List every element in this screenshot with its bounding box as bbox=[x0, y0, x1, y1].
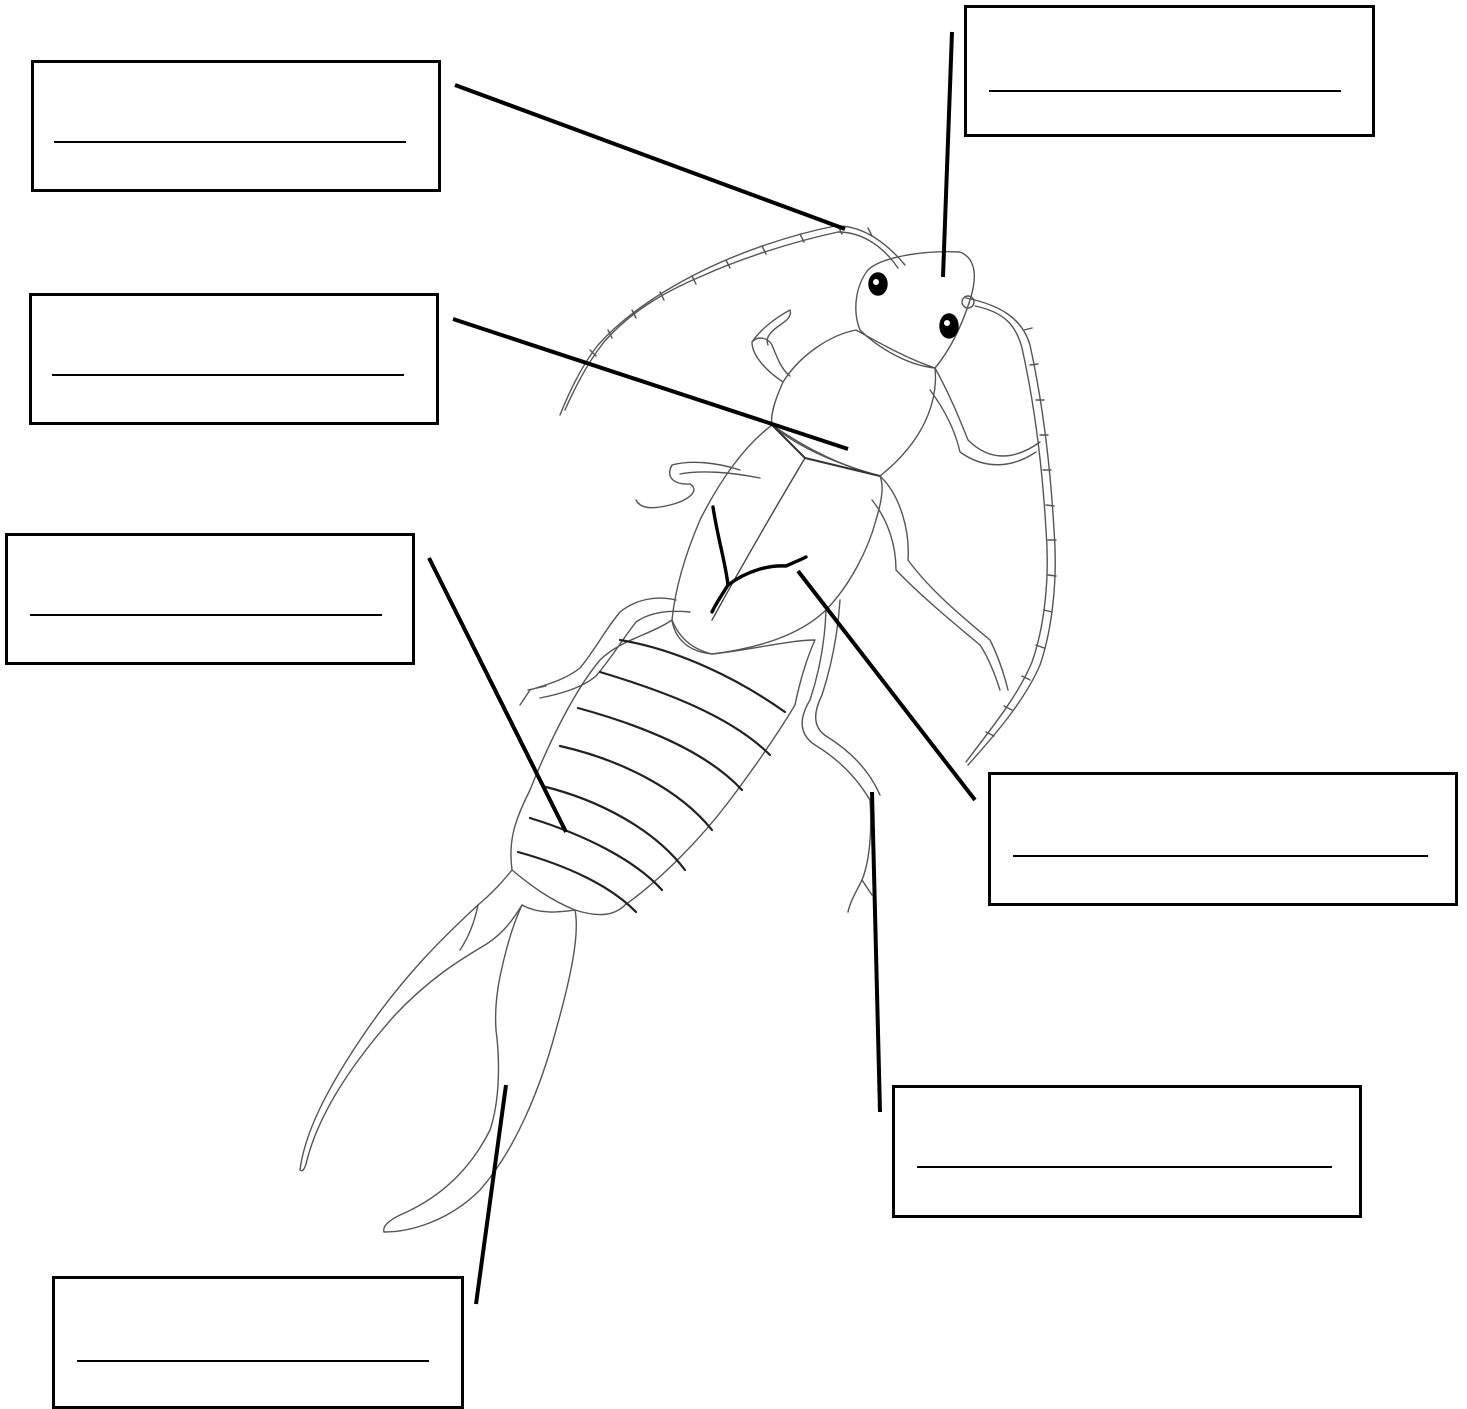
label-box-abdomen[interactable] bbox=[5, 533, 415, 665]
leader-line-abdomen bbox=[427, 557, 568, 833]
answer-line-cerci bbox=[77, 1360, 429, 1362]
label-box-cerci[interactable] bbox=[52, 1276, 464, 1409]
wing-veins bbox=[710, 505, 808, 614]
leader-line-head bbox=[941, 31, 954, 278]
leader-line-pronotum bbox=[452, 317, 849, 451]
leader-line-antenna bbox=[454, 83, 846, 231]
left-antenna bbox=[559, 225, 906, 416]
label-box-head[interactable] bbox=[964, 5, 1375, 137]
label-box-pronotum[interactable] bbox=[29, 293, 439, 425]
pronotum-outline bbox=[770, 329, 937, 477]
leader-lines bbox=[427, 31, 977, 1305]
leader-line-leg bbox=[870, 791, 882, 1113]
leader-line-wings bbox=[796, 569, 977, 802]
elytra-outline bbox=[671, 424, 883, 655]
answer-line-antenna bbox=[54, 141, 406, 143]
answer-line-abdomen bbox=[30, 614, 382, 616]
head-outline bbox=[855, 250, 976, 369]
answer-line-head bbox=[989, 90, 1341, 92]
abdomen-outline bbox=[510, 619, 816, 916]
answer-line-wings bbox=[1013, 855, 1428, 857]
cerci-outline bbox=[299, 869, 578, 1233]
right-eye bbox=[939, 313, 959, 339]
abdomen-segments bbox=[516, 638, 787, 914]
legs-outline bbox=[519, 309, 1041, 913]
leader-line-cerci bbox=[474, 1084, 508, 1305]
label-box-antenna[interactable] bbox=[31, 60, 441, 192]
label-box-wings[interactable] bbox=[988, 772, 1458, 906]
right-antenna bbox=[961, 295, 1057, 766]
earwig-illustration bbox=[299, 225, 1057, 1233]
answer-line-pronotum bbox=[52, 374, 404, 376]
answer-line-leg bbox=[917, 1166, 1332, 1168]
label-box-leg[interactable] bbox=[892, 1085, 1362, 1218]
